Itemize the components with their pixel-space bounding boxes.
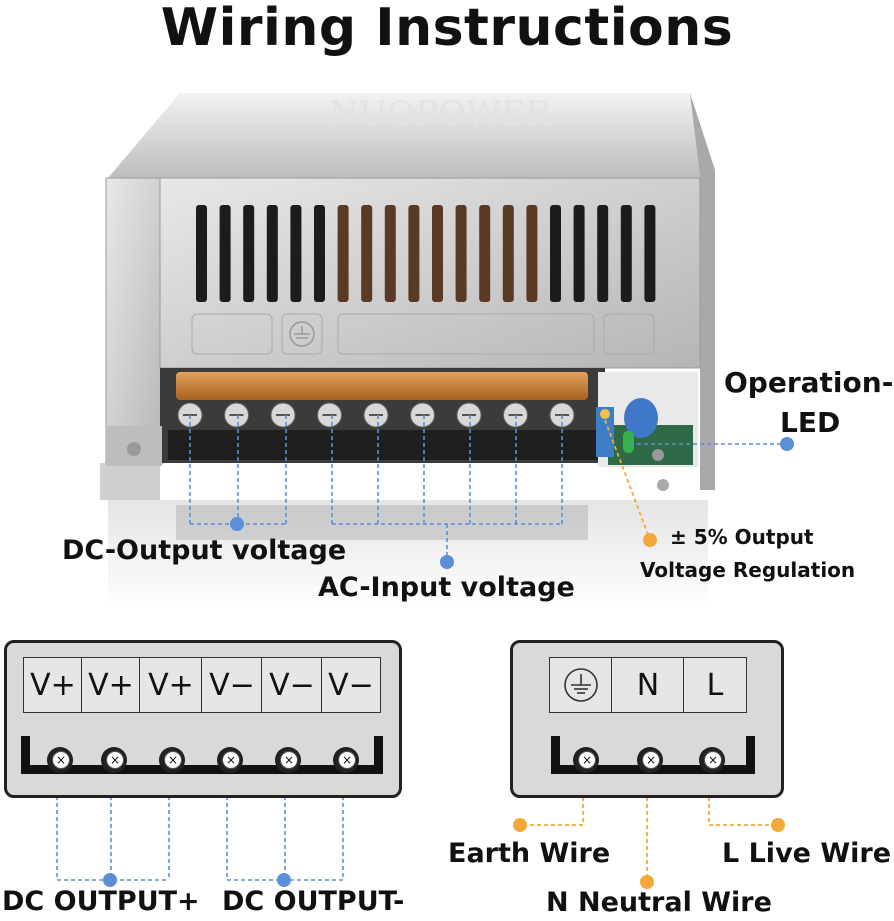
terminal-screw-icon: × xyxy=(47,747,73,773)
terminal-screw-icon: × xyxy=(217,747,243,773)
neutral-wire-label: N Neutral Wire xyxy=(546,887,772,918)
dc-output-dot xyxy=(230,517,244,531)
dc-terminal-bracket xyxy=(21,736,383,774)
ac-input-voltage-label: AC-Input voltage xyxy=(318,572,575,603)
housing-side xyxy=(105,177,165,464)
housing-front xyxy=(159,177,701,369)
dc-output-plus-label: DC OUTPUT+ xyxy=(2,886,200,917)
operation-led-label-1: Operation- xyxy=(724,366,894,399)
housing-top: NUOPOWER xyxy=(108,93,715,490)
regulation-callout-line xyxy=(604,419,651,541)
terminal-strip xyxy=(160,368,605,463)
dc-minus-dot xyxy=(277,873,291,887)
live-wire-dot xyxy=(771,818,785,832)
dc-terminal-6: V− xyxy=(321,657,381,713)
ac-terminal-l: L xyxy=(683,657,747,713)
vent-slots xyxy=(196,205,656,302)
dc-terminal-5: V− xyxy=(261,657,323,713)
operation-led-label-2: LED xyxy=(780,406,841,439)
ac-input-dot xyxy=(440,555,454,569)
watermark-text: NUOPOWER xyxy=(329,94,553,134)
reflection xyxy=(108,500,708,610)
ac-terminal-earth xyxy=(549,657,613,713)
dc-terminal-4: V− xyxy=(201,657,263,713)
ac-terminal-n: N xyxy=(611,657,685,713)
earth-icon xyxy=(564,668,598,702)
dc-plus-dot xyxy=(103,873,117,887)
operation-led-indicator xyxy=(623,431,634,453)
earth-wire-dot xyxy=(513,818,527,832)
dc-output-voltage-label: DC-Output voltage xyxy=(62,535,347,566)
terminal-screw-icon: × xyxy=(637,747,663,773)
regulation-label-2: Voltage Regulation xyxy=(640,558,856,582)
terminal-screw-icon: × xyxy=(275,747,301,773)
dc-terminal-1: V+ xyxy=(23,657,83,713)
capacitor xyxy=(624,398,658,438)
led-callout-dot xyxy=(780,437,794,451)
terminal-screw-icon: × xyxy=(573,747,599,773)
regulation-callout-dot xyxy=(643,533,657,547)
terminal-screw-icon: × xyxy=(699,747,725,773)
terminal-screw-icon: × xyxy=(333,747,359,773)
ac-terminal-panel: N L × × × xyxy=(510,640,784,798)
pcb-corner xyxy=(596,372,698,467)
terminal-screw-icon: × xyxy=(159,747,185,773)
dc-output-bracket xyxy=(189,415,287,525)
cover-label-plate: LN(AC)-V-V-V+V+V+V+VADJ xyxy=(191,313,655,355)
dc-terminal-panel: V+V+V+V−V−V− ×××××× xyxy=(4,640,402,798)
terminal-screw-icon: × xyxy=(101,747,127,773)
page-title: Wiring Instructions xyxy=(160,0,734,58)
dc-terminal-3: V+ xyxy=(139,657,203,713)
live-wire-label: L Live Wire xyxy=(722,838,892,869)
adjust-potentiometer xyxy=(596,407,614,457)
regulation-label-1: ± 5% Output xyxy=(670,525,814,549)
earth-wire-label: Earth Wire xyxy=(448,838,611,869)
dc-output-minus-label: DC OUTPUT- xyxy=(222,886,405,917)
dc-terminal-2: V+ xyxy=(81,657,141,713)
neutral-wire-dot xyxy=(640,875,654,889)
